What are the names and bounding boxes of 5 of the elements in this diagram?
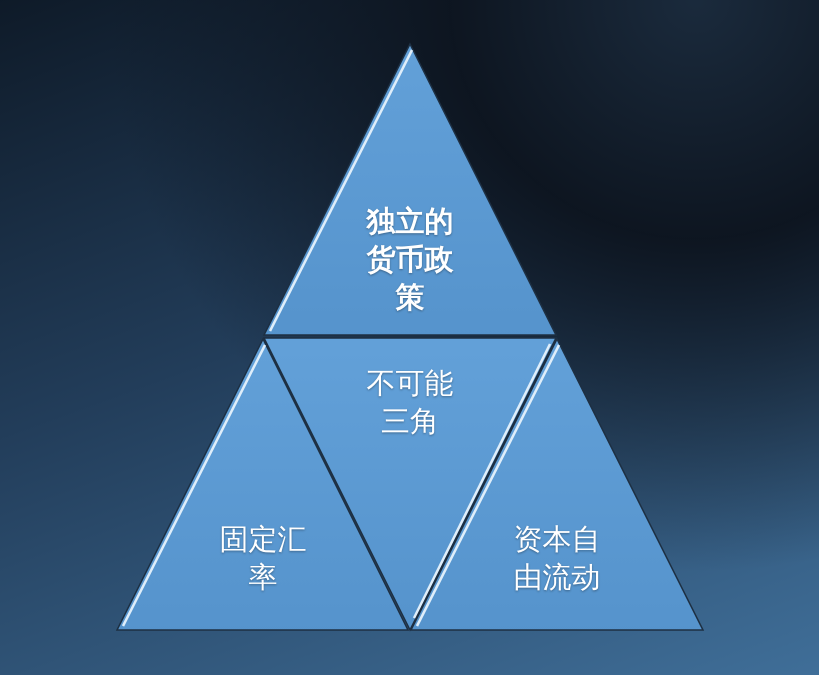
triangle-label: 不可能三角 — [366, 365, 454, 440]
triangle-label: 资本自由流动 — [512, 521, 602, 596]
triangle-label: 独立的货币政策 — [365, 203, 454, 316]
triangle-label: 固定汇率 — [218, 521, 308, 596]
triangle-shape — [264, 44, 556, 336]
